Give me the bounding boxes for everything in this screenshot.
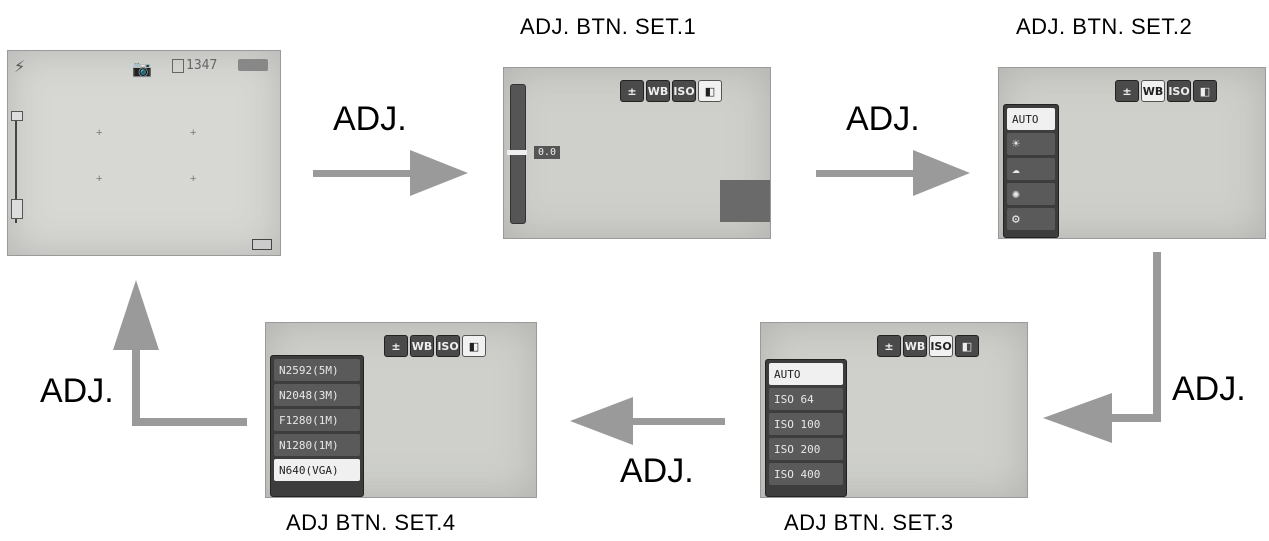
arrow-5-horizontal	[132, 418, 247, 426]
shot-count: 1347	[186, 58, 218, 73]
title-set-1: ADJ. BTN. SET.1	[520, 14, 697, 39]
screen-set-4: ± WB ISO ◧ N2592(5M) N2048(3M) F1280(1M)…	[265, 322, 537, 498]
wb-icon[interactable]: WB	[903, 335, 927, 357]
resolution-menu: N2592(5M) N2048(3M) F1280(1M) N1280(1M) …	[270, 355, 364, 497]
iso-item-auto[interactable]: AUTO	[769, 363, 843, 385]
arrow-5-vertical	[132, 340, 140, 426]
screen-set-3: ± WB ISO ◧ AUTO ISO 64 ISO 100 ISO 200 I…	[760, 322, 1028, 498]
size-badge	[238, 59, 268, 71]
arrow-label-1: ADJ.	[333, 100, 407, 138]
arrow-label-3: ADJ.	[1172, 370, 1246, 408]
arrow-4-shaft	[630, 418, 725, 425]
ev-value: 0.0	[534, 146, 561, 159]
focus-point-icon: +	[96, 173, 103, 185]
title-set-2: ADJ. BTN. SET.2	[1016, 14, 1193, 39]
focus-point-icon: +	[96, 127, 103, 139]
preview-box	[720, 180, 770, 222]
resolution-icon[interactable]: ◧	[1193, 80, 1217, 102]
zoom-wide-icon	[11, 199, 23, 219]
arrow-label-2: ADJ.	[846, 100, 920, 138]
screen-set-2: ± WB ISO ◧ AUTO ☀ ☁ ✺ ⚙	[998, 67, 1266, 239]
wb-icon[interactable]: WB	[410, 335, 434, 357]
iso-item-64[interactable]: ISO 64	[769, 388, 843, 410]
camera-mode-icon: 📷	[132, 61, 152, 78]
ev-slider-handle[interactable]	[507, 150, 527, 155]
res-item-vga[interactable]: N640(VGA)	[274, 459, 360, 481]
ev-icon[interactable]: ±	[620, 80, 644, 102]
resolution-icon[interactable]: ◧	[698, 80, 722, 102]
res-item-5m[interactable]: N2592(5M)	[274, 359, 360, 381]
zoom-bar	[15, 113, 17, 223]
arrow-3-horizontal	[1100, 414, 1161, 422]
arrow-4-head	[570, 397, 633, 445]
wb-item-auto[interactable]: AUTO	[1007, 108, 1055, 130]
iso-icon[interactable]: ISO	[672, 80, 696, 102]
zoom-tele-icon	[11, 111, 23, 121]
wb-item-daylight[interactable]: ☀	[1007, 133, 1055, 155]
wb-item-custom[interactable]: ⚙	[1007, 208, 1055, 230]
iso-menu: AUTO ISO 64 ISO 100 ISO 200 ISO 400	[765, 359, 847, 497]
arrow-1-shaft	[313, 170, 413, 177]
arrow-2-shaft	[816, 170, 916, 177]
focus-point-icon: +	[190, 173, 197, 185]
wb-item-cloudy[interactable]: ☁	[1007, 158, 1055, 180]
arrow-3-vertical	[1153, 252, 1161, 422]
wb-icon[interactable]: WB	[1141, 80, 1165, 102]
iso-item-100[interactable]: ISO 100	[769, 413, 843, 435]
ev-icon[interactable]: ±	[384, 335, 408, 357]
title-set-4: ADJ BTN. SET.4	[286, 510, 456, 535]
title-set-3: ADJ BTN. SET.3	[784, 510, 954, 535]
wb-icon[interactable]: WB	[646, 80, 670, 102]
ev-icon[interactable]: ±	[1115, 80, 1139, 102]
battery-icon	[252, 239, 272, 250]
arrow-5-head	[113, 280, 159, 350]
screen-set-1: ± WB ISO ◧ 0.0	[503, 67, 771, 239]
arrow-2-head	[913, 150, 970, 196]
iso-icon[interactable]: ISO	[436, 335, 460, 357]
resolution-icon[interactable]: ◧	[955, 335, 979, 357]
arrow-label-5: ADJ.	[40, 372, 114, 410]
focus-point-icon: +	[190, 127, 197, 139]
res-item-n1m[interactable]: N1280(1M)	[274, 434, 360, 456]
iso-icon[interactable]: ISO	[929, 335, 953, 357]
flash-icon: ⚡	[14, 59, 26, 76]
wb-menu: AUTO ☀ ☁ ✺ ⚙	[1003, 104, 1059, 238]
screen-live-view: ⚡ 📷 1347 + + + +	[7, 50, 281, 256]
res-item-3m[interactable]: N2048(3M)	[274, 384, 360, 406]
resolution-icon[interactable]: ◧	[462, 335, 486, 357]
iso-item-400[interactable]: ISO 400	[769, 463, 843, 485]
arrow-3-head	[1043, 393, 1112, 443]
arrow-label-4: ADJ.	[620, 452, 694, 490]
iso-item-200[interactable]: ISO 200	[769, 438, 843, 460]
ev-icon[interactable]: ±	[877, 335, 901, 357]
wb-item-tungsten[interactable]: ✺	[1007, 183, 1055, 205]
iso-icon[interactable]: ISO	[1167, 80, 1191, 102]
arrow-1-head	[410, 150, 468, 196]
memory-icon	[172, 59, 184, 73]
res-item-f1m[interactable]: F1280(1M)	[274, 409, 360, 431]
